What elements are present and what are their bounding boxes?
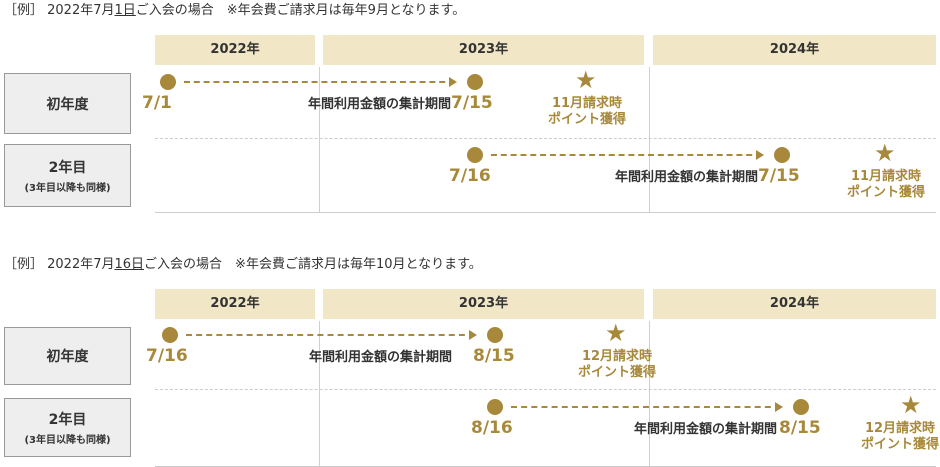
end-dot-icon [793,399,809,415]
example-intro: ［例］ 2022年7月16日ご入会の場合 ※年会費ご請求月は毎年10月となります… [4,256,482,274]
example-intro: ［例］ 2022年7月1日ご入会の場合 ※年会費ご請求月は毎年9月となります。 [4,2,465,20]
point-earned-label: 12月請求時ポイント獲得 [850,421,940,453]
end-date: 7/15 [758,166,800,186]
end-dot-icon [487,327,503,343]
year-header: 2022年 [155,35,315,65]
row-label-sub: (3年目以降も同様) [24,183,111,194]
start-date: 7/16 [146,346,188,366]
year-divider [319,321,320,466]
point-earned-label: 11月請求時ポイント獲得 [537,96,637,128]
point-line1: 12月請求時 [581,349,653,364]
row-separator [155,138,936,139]
point-line1: 11月請求時 [850,169,922,184]
dashed-arrow-icon [184,77,457,87]
row-label: 初年度 [4,73,131,134]
point-line2: ポイント獲得 [846,185,925,200]
point-line1: 12月請求時 [864,421,936,436]
point-earned-label: 11月請求時ポイント獲得 [836,169,936,201]
year-divider [649,321,650,466]
year-divider [319,67,320,212]
intro-prefix: ［例］ 2022年7月 [4,257,115,272]
start-date: 7/16 [449,166,491,186]
year-header: 2022年 [155,289,315,319]
year-header: 2023年 [323,35,644,65]
point-line1: 11月請求時 [551,96,623,111]
dashed-arrow-icon [186,330,477,340]
start-dot-icon [487,399,503,415]
star-icon: ★ [874,139,896,167]
row-label: 2年目 (3年目以降も同様) [4,398,131,457]
row-label: 2年目 (3年目以降も同様) [4,144,131,207]
intro-suffix: ご入会の場合 ※年会費ご請求月は毎年9月となります。 [135,3,466,18]
end-date: 8/15 [473,346,515,366]
star-icon: ★ [605,319,627,347]
row-label-main: 初年度 [46,349,89,365]
year-header: 2024年 [653,289,936,319]
star-icon: ★ [900,391,922,419]
dashed-arrow-icon [491,150,764,160]
year-header: 2023年 [323,289,644,319]
start-dot-icon [162,327,178,343]
row-label-main: 2年目 [48,412,87,428]
dashed-arrow-icon [511,402,783,412]
intro-day: 1日 [114,3,136,18]
start-dot-icon [160,74,176,90]
period-label: 年間利用金額の集計期間 [309,350,453,365]
period-label: 年間利用金額の集計期間 [634,422,778,437]
start-date: 7/1 [142,93,172,113]
period-label: 年間利用金額の集計期間 [308,97,452,112]
year-divider [649,67,650,212]
row-label: 初年度 [4,327,131,385]
start-dot-icon [467,147,483,163]
row-separator [155,212,936,213]
row-label-sub: (3年目以降も同様) [24,435,111,446]
point-line2: ポイント獲得 [860,437,939,452]
row-label-main: 2年目 [48,160,87,176]
point-earned-label: 12月請求時ポイント獲得 [567,349,667,381]
point-line2: ポイント獲得 [577,365,656,380]
start-date: 8/16 [471,418,513,438]
end-date: 7/15 [451,93,493,113]
row-label-main: 初年度 [46,96,89,113]
end-dot-icon [467,74,483,90]
intro-prefix: ［例］ 2022年7月 [4,3,115,18]
row-separator [155,389,936,390]
period-label: 年間利用金額の集計期間 [615,170,759,185]
end-date: 8/15 [779,418,821,438]
intro-day: 16日 [114,257,145,272]
year-header: 2024年 [653,35,936,65]
end-dot-icon [774,147,790,163]
point-line2: ポイント獲得 [547,112,626,127]
intro-suffix: ご入会の場合 ※年会費ご請求月は毎年10月となります。 [144,257,482,272]
star-icon: ★ [575,66,597,94]
